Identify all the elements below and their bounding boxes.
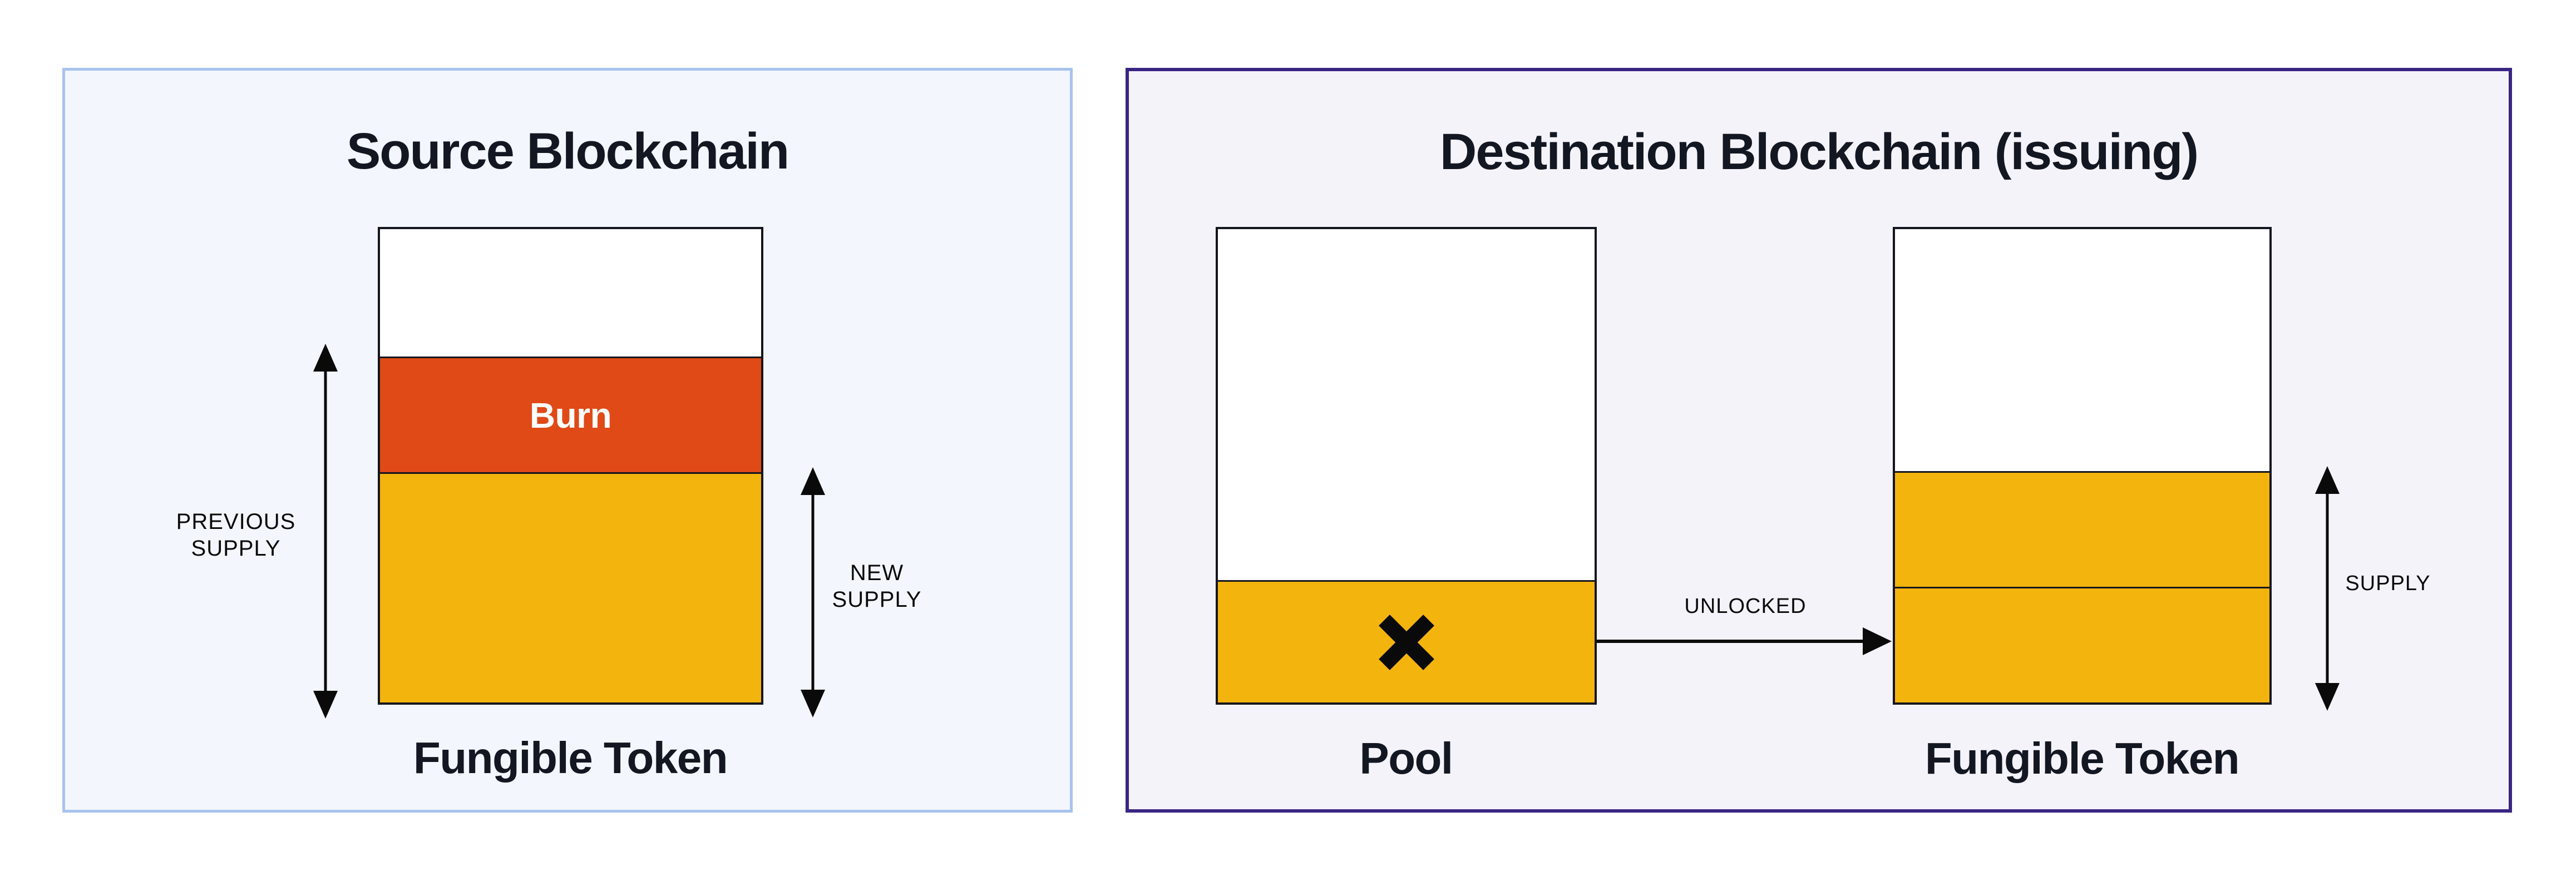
pool-bar-caption: Pool	[1359, 734, 1453, 783]
destination-blockchain-panel: Destination Blockchain (issuing) Pool UN…	[1126, 68, 2512, 813]
previous-supply-label: PREVIOUS SUPPLY	[176, 509, 296, 561]
destination-panel-title: Destination Blockchain (issuing)	[1439, 123, 2199, 180]
source-bar-burn-section: Burn	[380, 357, 761, 472]
new-supply-arrow-icon	[801, 467, 825, 717]
destination-bar-lower-supply-section	[1895, 587, 2269, 702]
source-bar-caption: Fungible Token	[413, 733, 728, 783]
pool-bar	[1216, 227, 1597, 705]
previous-supply-arrow-icon	[313, 344, 338, 719]
source-blockchain-panel: Source Blockchain Burn PREVIOUS SUPPLY N…	[62, 68, 1073, 813]
cross-icon	[1378, 614, 1434, 670]
pool-bar-locked-section	[1218, 580, 1595, 702]
burn-label: Burn	[529, 395, 612, 435]
source-bar-supply-section	[380, 472, 761, 702]
supply-arrow-icon	[2315, 466, 2340, 711]
destination-bar-empty-section	[1895, 229, 2269, 471]
destination-bar-upper-supply-section	[1895, 471, 2269, 587]
supply-label: SUPPLY	[2345, 572, 2431, 595]
unlocked-label: UNLOCKED	[1684, 595, 1807, 618]
unlocked-arrow-icon	[1597, 627, 1892, 655]
destination-token-bar	[1893, 227, 2272, 705]
source-bar-empty-section	[380, 229, 761, 357]
new-supply-label: NEW SUPPLY	[832, 561, 922, 612]
source-panel-title: Source Blockchain	[346, 123, 789, 180]
pool-bar-empty-section	[1218, 229, 1595, 580]
source-token-bar: Burn	[378, 227, 763, 705]
destination-bar-caption: Fungible Token	[1924, 734, 2240, 783]
